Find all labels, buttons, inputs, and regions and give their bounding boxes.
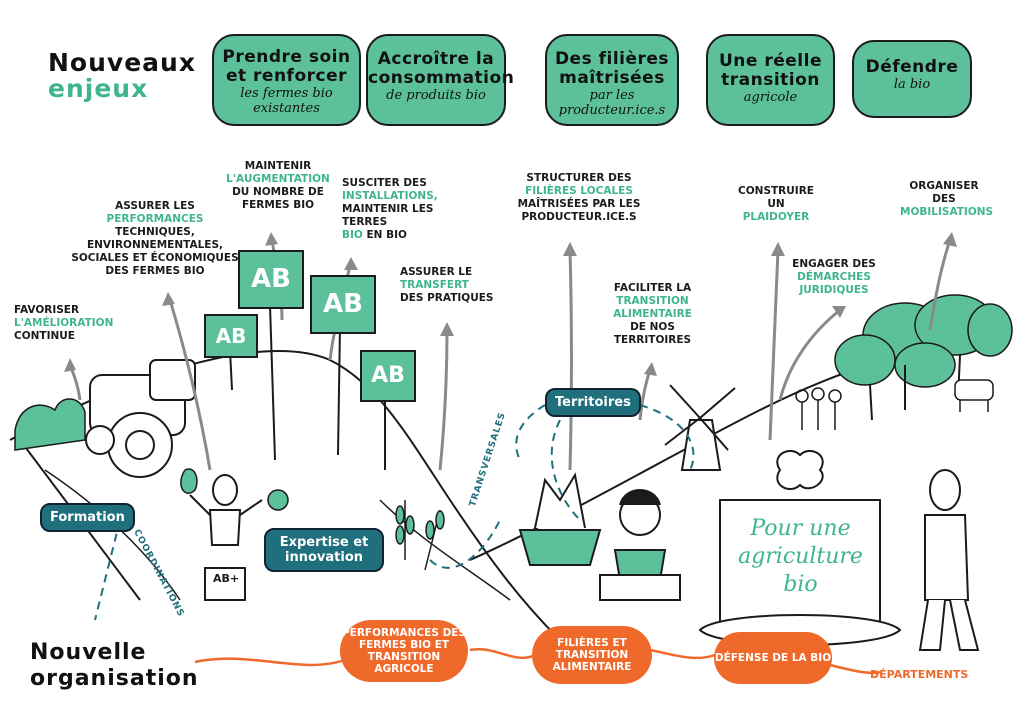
organisation-title-line1: Nouvelle <box>30 640 147 665</box>
enjeu-pill-filieres-big: Des filières maîtrisées <box>554 49 670 88</box>
enjeu-pill-transition: Une réelle transition agricole <box>706 34 835 126</box>
scroll-text: Pour une agriculture bio <box>738 516 863 597</box>
label-transition-alimentaire: Faciliter la transition alimentaire de n… <box>613 282 692 346</box>
ab-sign: AB <box>204 314 258 358</box>
enjeu-pill-transition-big: Une réelle transition <box>719 51 822 90</box>
enjeu-pill-consommation: Accroître la consommation de produits bi… <box>366 34 515 126</box>
enjeu-pill-transition-small: agricole <box>743 90 798 105</box>
enjeu-pill-soin: Prendre soin et renforcer les fermes bio… <box>212 34 361 126</box>
enjeu-pill-defendre: Défendre la bio <box>852 40 972 118</box>
label-mobilisations: Organiser des mobilisations <box>900 180 994 218</box>
ab-sign: AB <box>310 275 376 334</box>
ab-sign: AB <box>238 250 304 309</box>
departements-label: Départements <box>870 668 969 681</box>
label-performances: Assurer les performances techniques, env… <box>71 200 239 277</box>
org-defense: Défense de la bio <box>714 632 832 684</box>
enjeu-pill-defendre-big: Défendre <box>865 57 959 77</box>
enjeu-pill-soin-big: Prendre soin et renforcer <box>222 47 351 86</box>
enjeux-title-line1: Nouveaux <box>48 48 196 77</box>
enjeu-pill-filieres: Des filières maîtrisées par les producte… <box>545 34 679 126</box>
enjeu-pill-consommation-small: de produits bio <box>386 88 486 103</box>
enjeu-pill-consommation-big: Accroître la consommation <box>368 49 515 88</box>
tag-formation: Formation <box>40 503 135 532</box>
label-plaidoyer: Construire un plaidoyer <box>738 185 814 223</box>
tag-territoires: Territoires <box>545 388 641 417</box>
enjeu-pill-soin-small: les fermes bio existantes <box>240 86 333 116</box>
label-installations: Susciter des installations, maintenir le… <box>342 177 438 241</box>
enjeu-pill-filieres-small: par les producteur.ice.s <box>558 88 666 118</box>
enjeu-pill-defendre-small: la bio <box>893 77 931 92</box>
label-juridiques: Engager des démarches juridiques <box>792 258 876 296</box>
enjeux-title-line2: enjeux <box>48 74 149 103</box>
podium-label: AB+ <box>213 572 240 585</box>
tag-expertise: Expertise et innovation <box>264 528 384 572</box>
org-filieres: Filières et transition alimentaire <box>532 626 652 684</box>
label-amelioration: Favoriser l'amélioration continue <box>14 304 114 342</box>
label-augmentation: Maintenir l'augmentation du nombre de fe… <box>226 160 330 211</box>
label-filieres: Structurer des filières locales maîtrisé… <box>517 172 641 223</box>
org-performances: Performances des fermes bio et transitio… <box>340 620 468 682</box>
ab-sign: AB <box>360 350 416 402</box>
label-transfert: Assurer le transfert des pratiques <box>400 266 494 304</box>
organisation-title-line2: organisation <box>30 666 199 691</box>
